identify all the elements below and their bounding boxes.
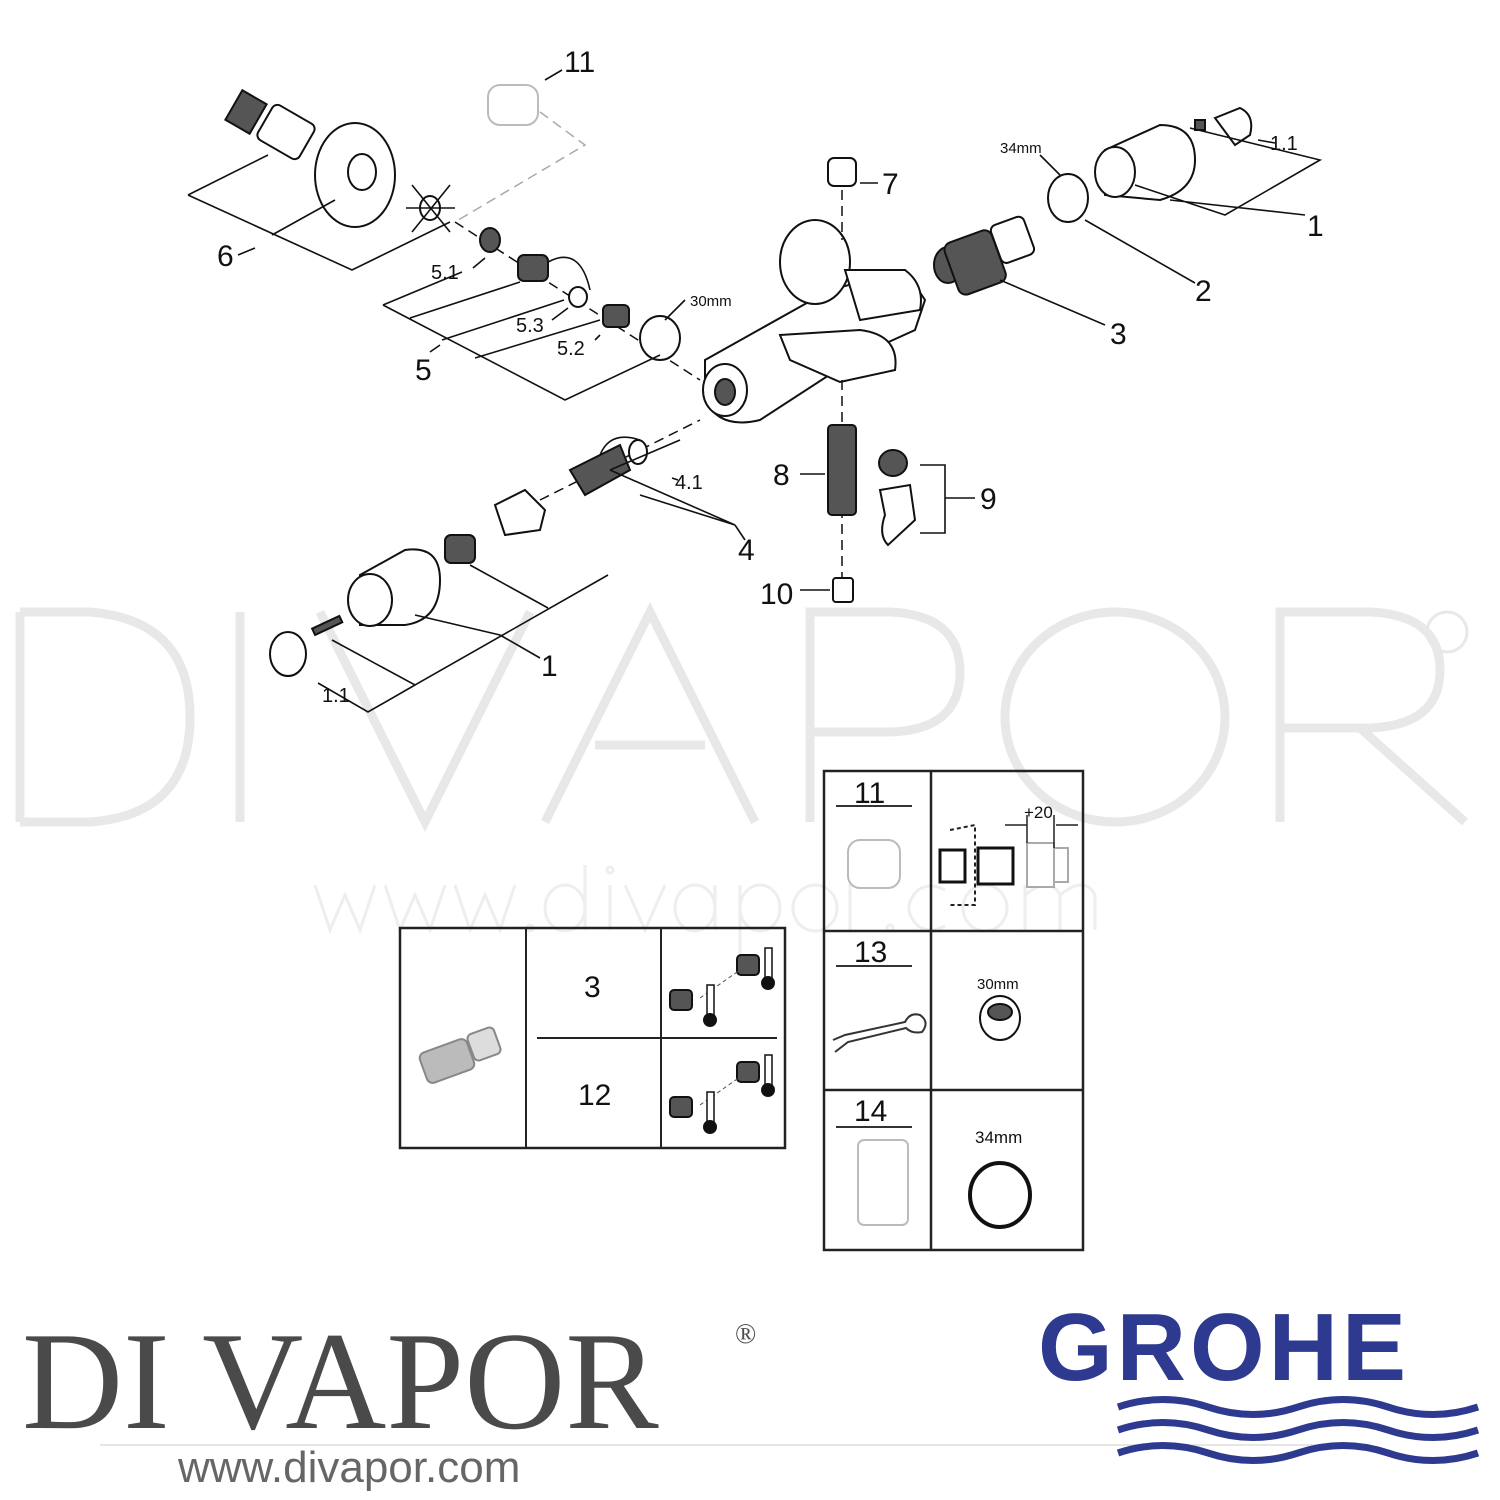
part-4-valve bbox=[568, 443, 632, 497]
callout-4-1: 4.1 bbox=[675, 472, 703, 494]
ring-34mm-icon bbox=[968, 1161, 1032, 1229]
callout-1-right: 1 bbox=[1307, 210, 1324, 243]
callout-11: 11 bbox=[564, 46, 595, 79]
footer-registered: ® bbox=[735, 1319, 756, 1350]
tools-row-13-number: 13 bbox=[854, 936, 887, 969]
extension-icon bbox=[847, 839, 901, 889]
wrench-icon bbox=[832, 1013, 927, 1053]
callout-6: 6 bbox=[217, 240, 234, 273]
cartridge-row-12-number: 12 bbox=[578, 1079, 611, 1112]
callout-5-2: 5.2 bbox=[557, 338, 585, 360]
grohe-logo: GROHE bbox=[1038, 1294, 1410, 1401]
part-1-1-cap-right bbox=[1213, 106, 1253, 147]
callout-10: 10 bbox=[760, 578, 793, 611]
leader-lines bbox=[187, 69, 1323, 713]
callout-1-left: 1 bbox=[541, 650, 558, 683]
part-6-connector bbox=[224, 88, 316, 161]
tools-table: 11 +20 13 30mm 14 34mm bbox=[822, 769, 1085, 1252]
callout-4: 4 bbox=[738, 534, 755, 567]
part-5-valve bbox=[517, 254, 549, 282]
callout-8: 8 bbox=[773, 459, 790, 492]
callout-30mm: 30mm bbox=[690, 293, 732, 310]
callout-1-1-left: 1.1 bbox=[322, 685, 350, 707]
callout-3: 3 bbox=[1110, 318, 1127, 351]
thermostat-body bbox=[702, 219, 927, 424]
watermark-brand-graphic bbox=[15, 601, 1469, 833]
callout-7: 7 bbox=[882, 168, 899, 201]
part-11-ghost bbox=[454, 84, 587, 223]
part-1-1-cap-left bbox=[269, 631, 307, 677]
part-7-cap bbox=[827, 157, 857, 187]
part-4-1-oring bbox=[628, 439, 648, 465]
watermark-url-graphic bbox=[313, 865, 1097, 955]
grohe-waves-icon bbox=[1116, 1396, 1480, 1464]
callout-5-1: 5.1 bbox=[431, 262, 459, 284]
part-9-diverter bbox=[878, 449, 908, 477]
part-adapter bbox=[493, 488, 547, 537]
extension-install-drawing bbox=[938, 815, 1078, 906]
part-8-headpart bbox=[827, 424, 857, 516]
cartridge-icon bbox=[418, 1026, 502, 1084]
part-6-washer bbox=[406, 184, 455, 233]
callout-34mm: 34mm bbox=[1000, 140, 1042, 157]
watermark bbox=[15, 601, 1469, 955]
part-2-ring bbox=[1047, 173, 1089, 223]
footer-url: www.divapor.com bbox=[177, 1443, 520, 1492]
part-10-aerator bbox=[832, 577, 854, 603]
callout-labels: 11 6 5.1 5.3 5.2 5 30mm 7 34mm 1.1 1 2 3… bbox=[217, 46, 1324, 707]
callout-9: 9 bbox=[980, 483, 997, 516]
thermometer-cartridge-icons bbox=[669, 947, 775, 1134]
callout-2: 2 bbox=[1195, 275, 1212, 308]
tools-row-11-number: 11 bbox=[854, 777, 885, 810]
callout-5: 5 bbox=[415, 354, 432, 387]
part-spindle bbox=[444, 534, 476, 564]
footer-brand-logo: DI VAPOR bbox=[22, 1304, 659, 1459]
part-9-lever bbox=[878, 483, 917, 547]
part-5-2-filter bbox=[602, 304, 630, 328]
parts-drawing bbox=[224, 84, 1253, 677]
part-3-cartridge bbox=[933, 215, 1036, 296]
callout-1-1-right: 1.1 bbox=[1270, 133, 1298, 155]
tools-row-11-detail: +20 bbox=[1024, 803, 1053, 822]
tools-row-14-detail: 34mm bbox=[975, 1128, 1022, 1147]
part-5-1-seal bbox=[479, 227, 501, 253]
tools-row-14-number: 14 bbox=[854, 1095, 887, 1128]
tools-row-13-detail: 30mm bbox=[977, 976, 1019, 993]
part-1-handle-left bbox=[347, 548, 442, 627]
part-30mm-nut bbox=[639, 315, 681, 361]
sleeve-tool-icon bbox=[857, 1139, 909, 1226]
footer: DI VAPOR ® www.divapor.com GROHE bbox=[22, 1294, 1480, 1492]
part-5-3-oring bbox=[568, 286, 588, 308]
cartridge-table: 3 12 bbox=[398, 926, 787, 1150]
callout-5-3: 5.3 bbox=[516, 315, 544, 337]
cartridge-row-3-number: 3 bbox=[584, 971, 601, 1004]
part-1-handle-right bbox=[1094, 123, 1197, 202]
